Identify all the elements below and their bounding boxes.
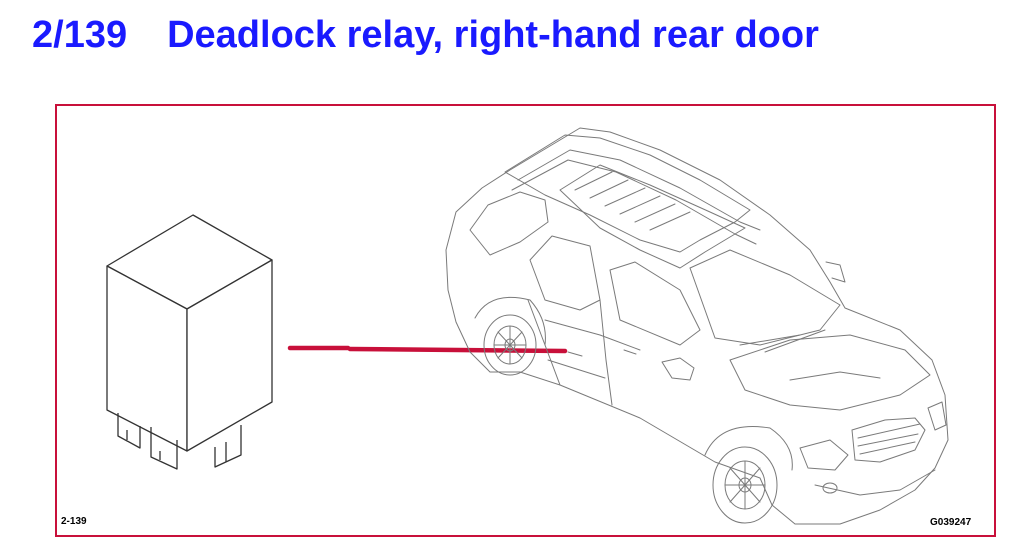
page-title: 2/139 Deadlock relay, right-hand rear do… <box>32 14 819 70</box>
figure-ref-right: G039247 <box>930 517 972 528</box>
relay-illustration <box>106 214 273 470</box>
component-title: Deadlock relay, right-hand rear door <box>167 14 819 56</box>
pointer-line <box>287 345 568 354</box>
vehicle-illustration <box>445 127 949 525</box>
component-code: 2/139 <box>32 14 128 56</box>
figure-ref-left: 2-139 <box>61 516 87 527</box>
diagram-frame <box>55 104 996 537</box>
